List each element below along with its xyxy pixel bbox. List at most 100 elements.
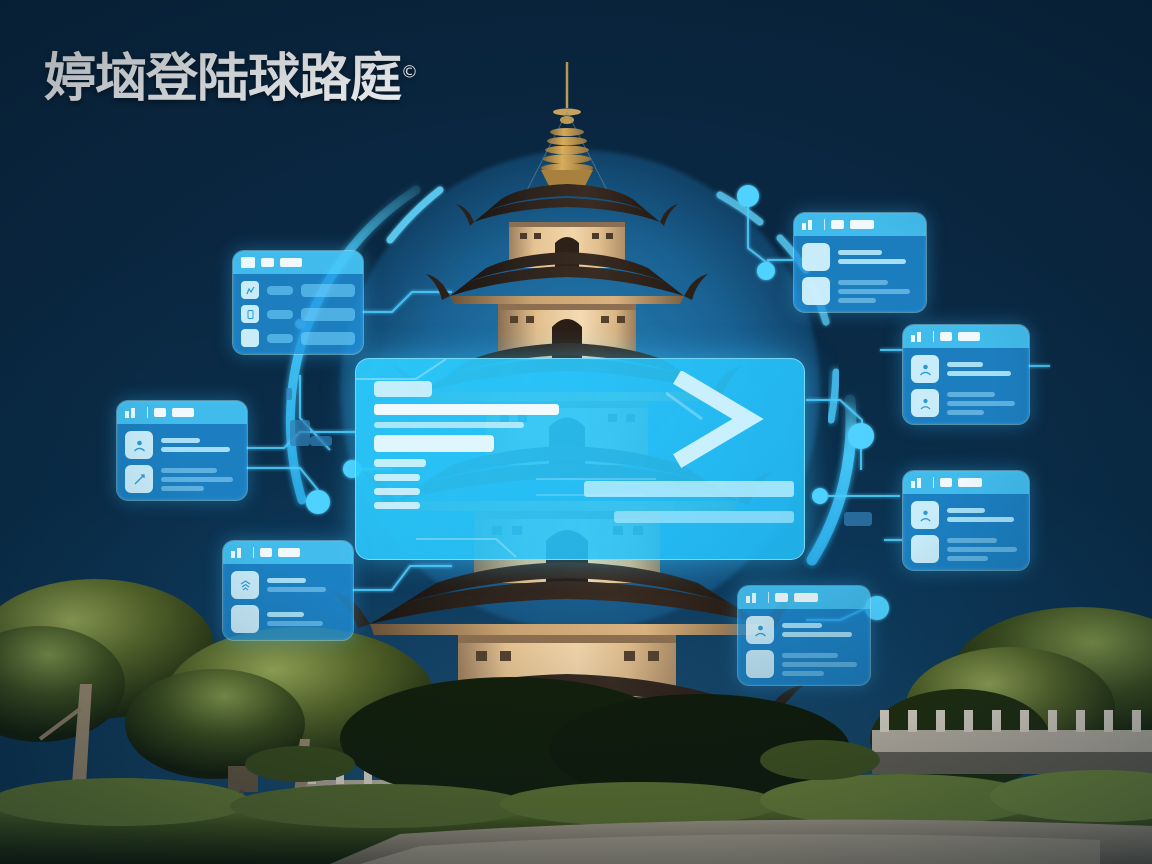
hedge-shrub-right: [760, 740, 880, 780]
person-icon: [911, 501, 939, 529]
panel-line: [374, 502, 420, 509]
panel-body: [223, 564, 353, 640]
header-tag: [958, 332, 980, 341]
profile-panel-bottom-right[interactable]: [737, 585, 871, 686]
header-divider: [824, 219, 825, 230]
list-item[interactable]: [241, 329, 355, 347]
page-title-text: 婷垴登陆球路庭: [44, 49, 402, 109]
person-icon: [125, 431, 153, 459]
pagoda-icon: [231, 571, 259, 599]
panel-body: [794, 236, 926, 312]
panel-header: [117, 401, 247, 424]
pen-icon: [125, 465, 153, 493]
text-line: [267, 621, 324, 626]
text-line: [838, 297, 877, 303]
person-icon: [911, 389, 939, 417]
header-tag: [775, 593, 788, 602]
detail-panel-top-right[interactable]: [793, 212, 927, 313]
header-tag: [850, 220, 874, 229]
header-tag: [280, 258, 302, 267]
foreground-landscape: [0, 579, 1152, 864]
list-item[interactable]: [802, 243, 918, 271]
list-item-value: [301, 331, 355, 345]
text-line: [838, 259, 906, 264]
list-item[interactable]: [746, 650, 862, 678]
image-icon: [802, 277, 830, 305]
chart-icon: [241, 281, 259, 299]
primary-panel-text-lines: [374, 381, 559, 509]
panel-line: [374, 381, 432, 397]
panel-body: [903, 348, 1029, 424]
list-item-label: [267, 309, 293, 319]
menu-icon: [241, 257, 255, 268]
panel-line: [374, 459, 426, 467]
text-line: [947, 371, 1011, 376]
list-item[interactable]: [231, 605, 345, 633]
text-line: [161, 485, 204, 491]
panel-header: [233, 251, 363, 274]
text-line: [947, 362, 983, 367]
text-line: [161, 438, 200, 443]
text-line: [947, 517, 1014, 522]
list-item[interactable]: [241, 305, 355, 323]
panel-line: [374, 488, 420, 495]
header-divider: [933, 477, 934, 488]
list-item[interactable]: [911, 389, 1021, 417]
panel-header: [794, 213, 926, 236]
image-icon: [802, 243, 830, 271]
header-tag: [278, 548, 300, 557]
list-item[interactable]: [911, 355, 1021, 383]
text-line: [782, 652, 838, 658]
header-tag: [261, 258, 274, 267]
list-panel-top-left[interactable]: [232, 250, 364, 355]
person-icon: [746, 616, 774, 644]
list-item[interactable]: [911, 501, 1021, 529]
blank-icon: [911, 535, 939, 563]
header-divider: [933, 331, 934, 342]
profile-panel-right-lower[interactable]: [902, 470, 1030, 571]
profile-panel-right-upper[interactable]: [902, 324, 1030, 425]
bar-chart-icon: [746, 593, 756, 603]
profile-panel-left[interactable]: [116, 400, 248, 501]
text-line: [947, 508, 986, 513]
panel-body: [233, 274, 363, 354]
list-item[interactable]: [125, 465, 239, 493]
list-item[interactable]: [241, 281, 355, 299]
panel-body: [117, 424, 247, 500]
list-item[interactable]: [125, 431, 239, 459]
panel-body: [738, 609, 870, 685]
primary-dashboard-panel[interactable]: [355, 358, 805, 560]
list-item[interactable]: [231, 571, 345, 599]
chevron-right-icon[interactable]: [666, 371, 786, 471]
blank-icon: [231, 605, 259, 633]
panel-header: [738, 586, 870, 609]
panel-line: [374, 474, 420, 481]
text-line: [782, 632, 853, 637]
panel-body: [903, 494, 1029, 570]
bar-chart-icon: [125, 408, 135, 418]
list-item-value: [301, 307, 355, 321]
list-item[interactable]: [911, 535, 1021, 563]
header-divider: [147, 407, 148, 418]
person-icon: [911, 355, 939, 383]
panel-header: [903, 471, 1029, 494]
header-tag: [940, 478, 952, 487]
header-tag: [154, 408, 166, 417]
page-title: 婷垴登陆球路庭©: [44, 36, 418, 111]
header-tag: [260, 548, 272, 557]
list-panel-bottom-left[interactable]: [222, 540, 354, 641]
panel-line: [374, 422, 524, 428]
header-tag: [958, 478, 982, 487]
primary-panel-bar: [584, 481, 794, 497]
text-line: [782, 661, 858, 667]
text-line: [161, 467, 218, 473]
text-line: [782, 623, 822, 628]
list-item-value: [301, 283, 355, 297]
list-item[interactable]: [802, 277, 918, 305]
header-divider: [768, 592, 769, 603]
header-tag: [794, 593, 818, 602]
text-line: [782, 670, 824, 676]
list-item-label: [267, 333, 293, 343]
list-item[interactable]: [746, 616, 862, 644]
